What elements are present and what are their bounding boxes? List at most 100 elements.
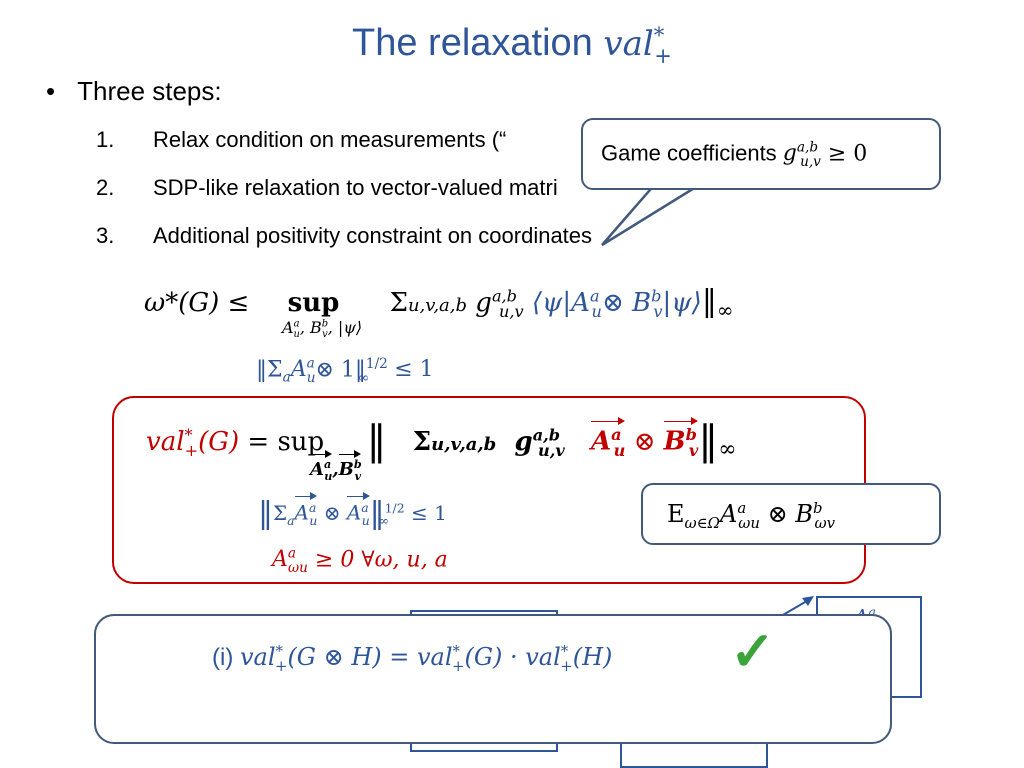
omega-body-sup: a	[589, 286, 600, 306]
constraint-omega-le: ≤ 1	[387, 357, 434, 383]
omega-coef-sub: u,v	[498, 302, 524, 322]
sdp-under-b: B	[338, 459, 354, 480]
omega-sum: Σ	[389, 288, 408, 318]
constraint-sdp-a1-letter: A	[294, 501, 309, 525]
expect-b-sup: b	[812, 499, 823, 517]
sdp-lhs-g: (G)	[198, 427, 240, 457]
constraint-omega-inf: ∞	[357, 369, 370, 386]
sdp-a: A	[590, 427, 612, 457]
slide-title: The relaxation val*+	[0, 22, 1024, 68]
property-sub2: +	[451, 656, 465, 675]
constraint-omega-sub: a	[282, 369, 291, 386]
property-sub3: +	[560, 656, 573, 675]
sdp-tensor: ⊗	[633, 427, 656, 457]
property-val3: val	[525, 643, 561, 671]
positivity-rest: ≥ 0 ∀ω, u, a	[307, 547, 448, 573]
expect-e-sub: ω∈Ω	[684, 513, 721, 532]
omega-coef-sup: a,b	[491, 286, 517, 306]
omega-coef: ga,bu,v	[475, 286, 524, 322]
sdp-under-a: A	[310, 459, 324, 480]
expect-b-sub: ωv	[814, 513, 836, 532]
constraint-sdp: ‖ΣaAau ⊗ Aau‖1/2∞≤ 1	[258, 492, 447, 531]
constraint-sdp-a1-sub: u	[309, 513, 318, 528]
expect-b: Bbωv	[795, 499, 835, 532]
property-rest2: (G) ·	[464, 643, 526, 671]
expect-a-letter: A	[720, 500, 738, 528]
omega-sup-under-a: A	[282, 318, 294, 337]
omega-body-sub: u	[591, 302, 602, 322]
property-val1: val	[239, 643, 276, 671]
property-val2: val	[417, 643, 453, 671]
checkmark-icon: ✓	[730, 622, 776, 682]
property-formula: (i) val*+(G ⊗ H) = val*+(G) · val*+(H)	[212, 642, 612, 675]
omega-sup-under: Aau, Bbv, |ψ⟩	[282, 318, 363, 341]
sdp-coef: ga,bu,v	[514, 425, 565, 461]
sdp-coef-g: g	[514, 427, 533, 457]
sdp-lhs-val: val	[146, 427, 185, 457]
positivity-a: Aaωu	[272, 546, 308, 576]
constraint-omega-a-letter: A	[290, 357, 307, 383]
sdp-lhs: val*+(G)	[146, 425, 240, 461]
property-sup3: *	[560, 642, 569, 660]
sdp-eq-sup: = sup	[239, 427, 325, 457]
constraint-sdp-exp: 1/2	[384, 500, 405, 516]
sdp-a-sup: a	[611, 425, 622, 445]
sdp-sum-sub: u,v,a,b	[431, 434, 497, 455]
omega-tensor-b: ⊗ B	[601, 288, 652, 318]
sdp-lhs-sub: +	[184, 441, 199, 461]
bullet-text: Three steps:	[77, 76, 222, 106]
sdp-b-vec: Bbv	[663, 417, 699, 461]
constraint-omega-a-sup: a	[306, 356, 315, 372]
omega-sup: sup	[287, 288, 340, 318]
title-math: val*+	[603, 22, 672, 68]
positivity-a-sub: ωu	[288, 559, 308, 576]
property-box: (i) val*+(G ⊗ H) = val*+(G) · val*+(H) ✓	[94, 614, 892, 744]
sdp-lhs-sup: *	[184, 425, 193, 445]
constraint-omega: ‖ΣaAau⊗ 1‖1/2∞ ≤ 1	[256, 356, 434, 386]
frame-a-sup: a	[868, 604, 876, 619]
constraint-omega-a: Aau	[290, 356, 316, 386]
sdp-under-b-sub: v	[354, 469, 362, 483]
constraint-sdp-a2-sup: a	[361, 500, 369, 516]
callout-game-ge: ≥ 0	[820, 141, 868, 167]
constraint-sdp-le: ≤ 1	[410, 501, 447, 525]
positivity-constraint: Aaωu ≥ 0 ∀ω, u, a	[272, 546, 448, 576]
sdp-coef-sub: u,v	[538, 441, 565, 461]
title-math-sub: +	[654, 42, 672, 68]
property-sup1: *	[275, 642, 283, 660]
constraint-sdp-sum: Σ	[273, 501, 288, 525]
sdp-under-a-sup: a	[323, 458, 332, 471]
property-rest1: (G ⊗ H) =	[287, 643, 417, 671]
constraint-sdp-sub: a	[287, 513, 295, 528]
callout-expectation-text: Eω∈ΩAaωu ⊗ Bbωv	[667, 499, 835, 532]
sdp-under-b-sup: b	[353, 458, 362, 471]
expect-a-sup: a	[737, 499, 747, 517]
omega-body: ⟨ψ|Aau⊗ Bbv|ψ⟩	[532, 286, 702, 322]
title-math-sup: *	[653, 22, 665, 48]
sdp-b: B	[663, 427, 686, 457]
constraint-sdp-inf: ∞	[378, 513, 389, 528]
constraint-sdp-tensor: ⊗	[323, 501, 341, 525]
title-math-val: val	[603, 24, 654, 64]
step-2-number: 2.	[96, 175, 115, 200]
sdp-sup-under: Aau,Bbv	[310, 450, 362, 483]
bullet-marker: •	[46, 76, 56, 106]
callout-game-math: ga,bu,v	[783, 140, 821, 170]
step-1-text: Relax condition on measurements (“	[153, 127, 507, 152]
constraint-sdp-a2-letter: A	[346, 501, 362, 525]
omega-coef-g: g	[475, 288, 492, 318]
expect-a: Aaωu	[720, 499, 760, 532]
sdp-sum: Σ	[412, 427, 432, 457]
step-3-number: 3.	[96, 223, 115, 248]
omega-b-sub: v	[653, 302, 663, 322]
property-math: val*+(G ⊗ H) = val*+(G) · val*+(H)	[239, 642, 613, 675]
property-rest3: (H)	[572, 643, 613, 671]
sdp-coef-sup: a,b	[532, 425, 561, 445]
step-1-number: 1.	[96, 127, 115, 152]
callout-tail-cover	[620, 182, 680, 188]
constraint-omega-sum: ‖Σ	[256, 357, 283, 383]
callout-expectation: Eω∈ΩAaωu ⊗ Bbωv	[641, 483, 941, 545]
constraint-sdp-a2: Aau	[346, 492, 370, 528]
sdp-b-sub: v	[688, 441, 699, 461]
formula-omega: ω*(G) ≤ sup Σu,v,a,b ga,bu,v ⟨ψ|Aau⊗ Bbv…	[144, 284, 734, 323]
